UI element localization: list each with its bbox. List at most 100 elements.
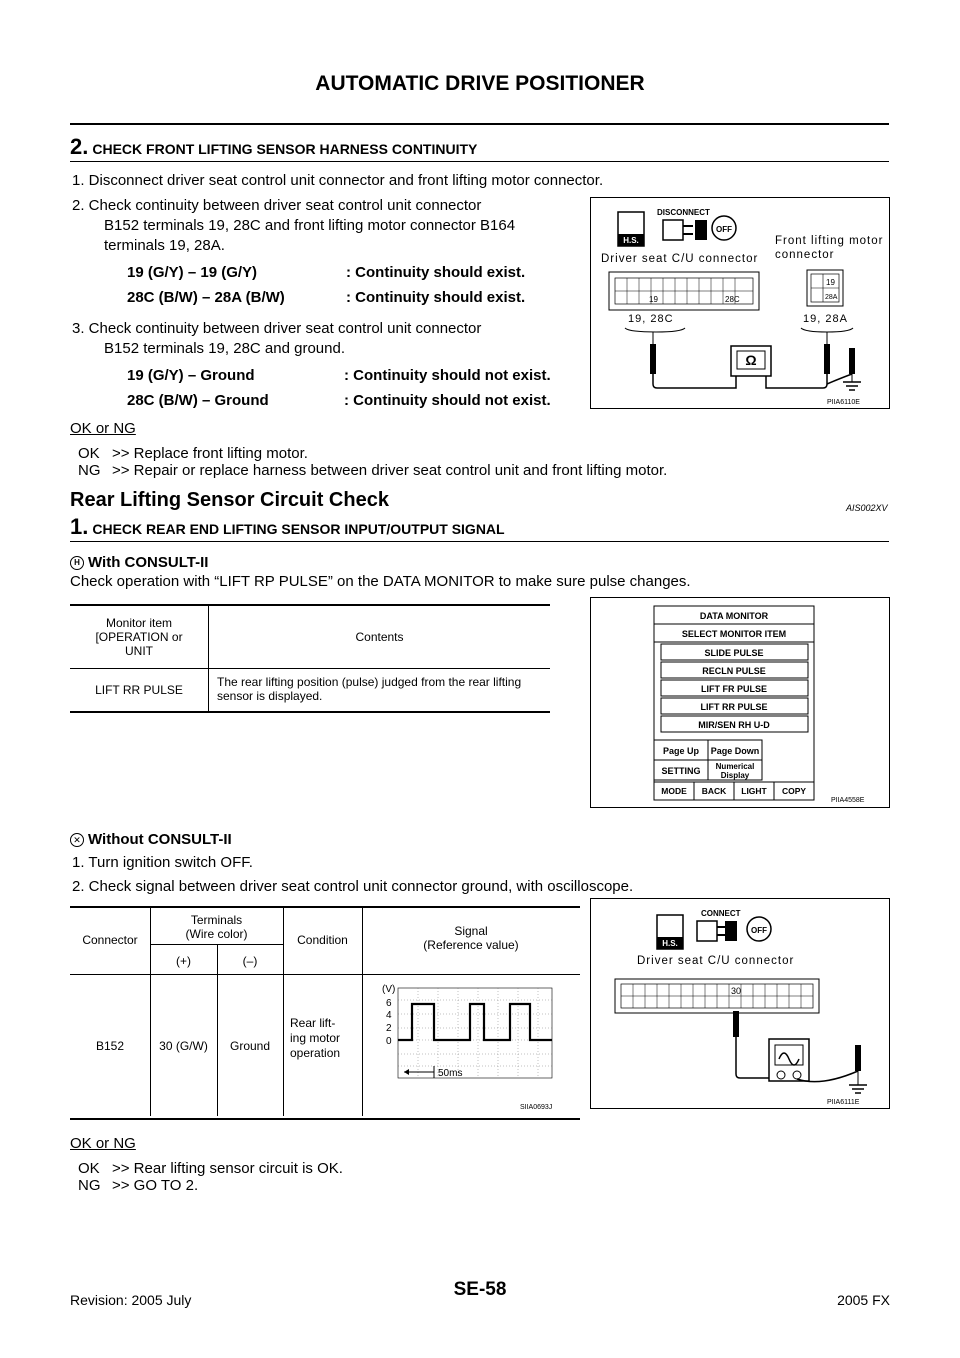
svg-text:50ms: 50ms [438,1068,462,1079]
step2-item-1: 1. Disconnect driver seat control unit c… [72,172,604,189]
ok-line: OK>> Rear lifting sensor circuit is OK. [78,1160,343,1177]
oscilloscope-icon [768,1038,810,1082]
svg-text:Page Down: Page Down [711,746,760,756]
svg-text:connector: connector [775,249,835,261]
continuity-figure: H.S. DISCONNECT OFF Driver seat C/U conn… [590,197,890,409]
svg-text:SLIDE PULSE: SLIDE PULSE [704,648,763,658]
svg-text:BACK: BACK [702,786,727,796]
consult-screen-figure: DATA MONITOR SELECT MONITOR ITEM SLIDE P… [590,597,890,808]
table-header-cell: (+) [176,954,191,968]
header-rule [70,123,889,125]
step-1-heading: 1.CHECK REAR END LIFTING SENSOR INPUT/OU… [70,514,505,540]
svg-text:DISCONNECT: DISCONNECT [657,208,710,217]
spec-line-3: 19 (G/Y) – Ground: Continuity should not… [127,367,551,384]
footer-revision: Revision: 2005 July [70,1292,192,1308]
svg-text:SELECT MONITOR ITEM: SELECT MONITOR ITEM [682,629,786,639]
monitor-item-table: Monitor item [OPERATION or UNIT Contents… [70,604,550,713]
step-rule [70,541,889,542]
consult-screen: DATA MONITOR SELECT MONITOR ITEM SLIDE P… [653,605,865,804]
svg-text:Display: Display [721,771,750,780]
table-cell: LIFT RR PULSE [70,668,209,712]
table-cell: B152 [95,1039,125,1053]
step2-item-2: 2. Check continuity between driver seat … [72,197,516,254]
svg-text:LIGHT: LIGHT [741,786,767,796]
svg-text:28A: 28A [825,294,838,301]
ng-line: NG>> Repair or replace harness between d… [78,462,668,479]
table-header-cell: Connector [82,933,138,947]
ignition-off-icon [746,916,772,942]
svg-text:OFF: OFF [751,926,767,935]
svg-text:MIR/SEN RH U-D: MIR/SEN RH U-D [698,720,770,730]
driver-seat-connector: 19 28C [608,271,760,311]
disconnect-icon [662,219,684,241]
svg-text:COPY: COPY [782,786,806,796]
svg-text:Driver seat C/U connector: Driver seat C/U connector [637,955,794,967]
footer-model: 2005 FX [837,1292,890,1308]
svg-text:SETTING: SETTING [661,766,700,776]
page-number: SE-58 [453,1279,507,1300]
svg-text:OFF: OFF [716,225,732,234]
section-ref-code: AIS002XV [846,503,888,513]
svg-text:MODE: MODE [661,786,687,796]
svg-text:Ω: Ω [745,352,756,368]
svg-text:(V): (V) [382,984,395,995]
svg-text:Page Up: Page Up [663,746,700,756]
signal-table: Connector Terminals (Wire color) (+) (–)… [70,906,580,1120]
ignition-off-icon [711,215,737,241]
step-number: 1. [70,514,89,539]
table-cell: Rear lift- ing motor operation [290,1016,341,1060]
connect-icon [696,920,718,942]
step-rule [70,161,889,162]
svg-text:4: 4 [386,1010,392,1021]
table-header-cell: Monitor item [OPERATION or UNIT [70,605,209,669]
svg-text:0: 0 [386,1036,392,1047]
table-header-cell: Signal (Reference value) [423,924,519,952]
without-consult-heading: ✕Without CONSULT-II [70,830,232,850]
svg-text:Numerical: Numerical [716,762,755,771]
svg-text:CONNECT: CONNECT [701,909,741,918]
spec-line-1: 19 (G/Y) – 19 (G/Y): Continuity should e… [127,264,526,281]
ground-icon [843,381,861,391]
spec-line-2: 28C (B/W) – 28A (B/W): Continuity should… [127,289,526,306]
svg-text:30: 30 [731,986,741,996]
table-header-cell: Contents [355,630,404,644]
svg-text:2: 2 [386,1023,392,1034]
step-title: CHECK REAR END LIFTING SENSOR INPUT/OUTP… [92,521,505,537]
ng-line: NG>> GO TO 2. [78,1177,199,1194]
svg-text:19: 19 [826,278,835,287]
svg-text:PIIA4558E: PIIA4558E [831,797,865,804]
step-title: CHECK FRONT LIFTING SENSOR HARNESS CONTI… [92,141,478,157]
driver-seat-connector: 30 [614,978,820,1014]
svg-text:PIIA6111E: PIIA6111E [827,1099,860,1106]
svg-text:19: 19 [649,295,658,304]
page-title: AUTOMATIC DRIVE POSITIONER [315,72,645,95]
with-consult-text: Check operation with “LIFT RP PULSE” on … [70,573,691,590]
svg-text:Front lifting motor: Front lifting motor [775,235,883,247]
table-header-cell: Condition [297,933,348,947]
oscilloscope-connection-figure: H.S. CONNECT OFF Driver seat C/U connect… [590,898,890,1109]
svg-text:H.S.: H.S. [662,939,678,948]
without-item-1: 1. Turn ignition switch OFF. [72,854,253,871]
spec-line-4: 28C (B/W) – Ground: Continuity should no… [127,392,551,409]
step-number: 2. [70,134,89,159]
svg-text:LIFT RR PULSE: LIFT RR PULSE [701,702,768,712]
ok-ng-label: OK or NG [70,1135,136,1152]
consult-icon: H [70,556,84,571]
ok-ng-label: OK or NG [70,420,136,437]
front-lifting-motor-connector: 19 28A [806,269,844,307]
svg-text:PIIA6110E: PIIA6110E [827,399,860,406]
section-title: Rear Lifting Sensor Circuit Check [70,489,389,511]
table-header-cell: Terminals (Wire color) [185,913,248,941]
table-cell: The rear lifting position (pulse) judged… [217,675,522,703]
svg-text:DATA MONITOR: DATA MONITOR [700,611,769,621]
step-2-heading: 2.CHECK FRONT LIFTING SENSOR HARNESS CON… [70,134,477,160]
svg-text:Driver seat C/U connector: Driver seat C/U connector [601,253,758,265]
svg-text:SIIA0693J: SIIA0693J [520,1104,552,1111]
table-cell: 30 (G/W) [159,1039,208,1053]
svg-text:RECLN PULSE: RECLN PULSE [702,666,766,676]
step2-item-3: 3. Check continuity between driver seat … [72,320,482,357]
ground-icon [849,1084,867,1094]
table-header-cell: (–) [242,954,258,968]
oscilloscope-connection-diagram: H.S. CONNECT OFF Driver seat C/U connect… [614,909,867,1106]
